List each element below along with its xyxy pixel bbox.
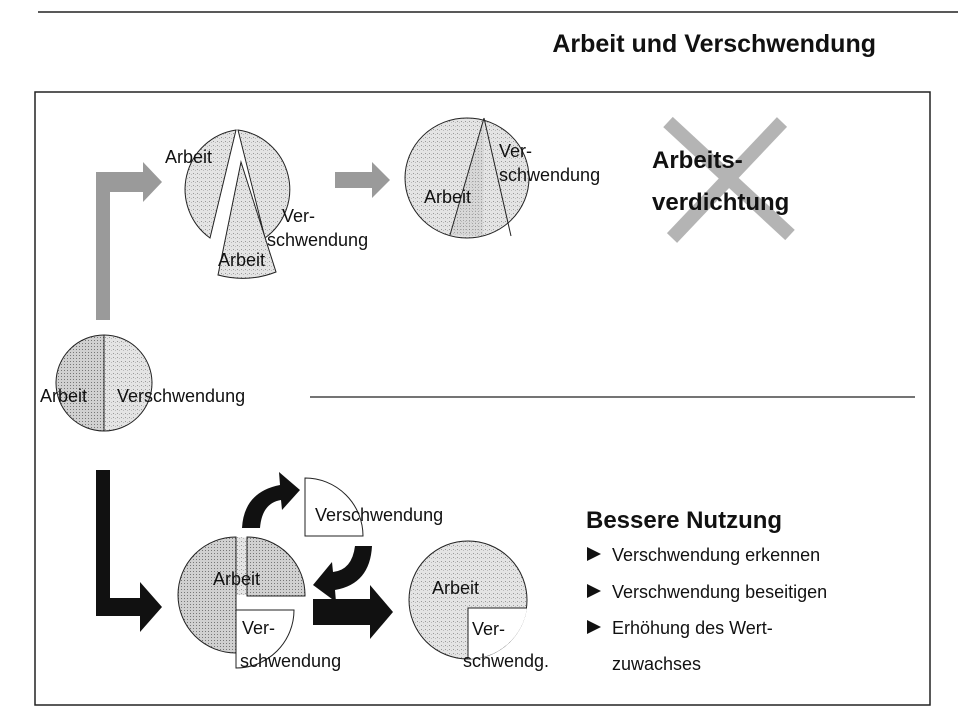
arbeitsverdichtung-line2: verdichtung [652,189,789,216]
bottom2-ver-label: Ver- [472,619,505,639]
bullet-triangle-icon [587,584,601,598]
bottom1-schwendung-label: schwendung [240,651,341,671]
top-pie-2: Arbeit Ver- schwendung [404,117,600,239]
moved-verschwendung-label: Verschwendung [315,505,443,525]
bullet-item: Erhöhung des Wert- [612,618,773,638]
top1-schwendung-label: schwendung [267,230,368,250]
bottom1-ver-label: Ver- [242,618,275,638]
bullet-item: Verschwendung beseitigen [612,582,827,602]
curved-arrow-up-icon [242,472,300,528]
black-arrow-down-icon [96,470,162,632]
bottom2-arbeit-label: Arbeit [432,578,479,598]
start-pie: Arbeit Verschwendung [40,334,245,432]
bullet-list: Verschwendung erkennen Verschwendung bes… [587,545,827,674]
bullet-item-continuation: zuwachses [612,654,701,674]
bottom2-schwendg-label: schwendg. [463,651,549,671]
top1-arbeit-label: Arbeit [165,147,212,167]
bottom-pie-2: Arbeit Ver- schwendg. [408,540,549,671]
bessere-nutzung-heading: Bessere Nutzung [586,507,782,534]
top1-ver-label: Ver- [282,206,315,226]
top2-schwendung-label: schwendung [499,165,600,185]
start-verschwendung-label: Verschwendung [117,386,245,406]
frame [34,91,931,706]
bullet-item: Verschwendung erkennen [612,545,820,565]
bullet-triangle-icon [587,620,601,634]
top2-arbeit-label: Arbeit [424,187,471,207]
top2-ver-label: Ver- [499,141,532,161]
top-pie-1: Arbeit Ver- schwendung Arbeit [165,129,368,279]
gray-arrow-up-icon [96,162,162,320]
page-title: Arbeit und Verschwendung [552,30,876,58]
cross-icon [663,116,795,243]
curved-arrow-down-icon [313,546,372,602]
arbeitsverdichtung-line1: Arbeits- [652,147,743,174]
moved-verschwendung-quarter [304,477,364,537]
bullet-triangle-icon [587,547,601,561]
bottom-pie-1: Arbeit Ver- schwendung [177,536,341,671]
top1-arbeit-small-label: Arbeit [218,250,265,270]
black-arrow-right-icon [313,585,393,639]
gray-arrow-right-icon [335,162,390,198]
start-arbeit-label: Arbeit [40,386,87,406]
bottom1-arbeit-label: Arbeit [213,569,260,589]
